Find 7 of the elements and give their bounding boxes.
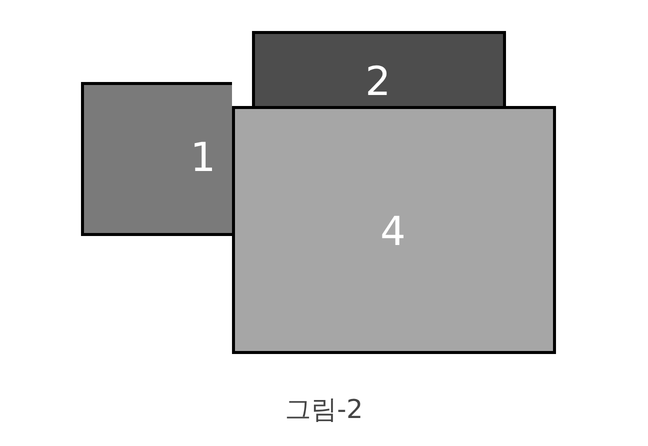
number-label: 2 <box>365 62 391 102</box>
number-label: 1 <box>190 138 216 178</box>
rectangle-panel <box>232 106 556 354</box>
rectangle-panel <box>252 31 506 106</box>
rectangle-panel <box>81 82 232 236</box>
number-label: 4 <box>380 212 406 252</box>
figure-caption: 그림-2 <box>285 395 363 425</box>
